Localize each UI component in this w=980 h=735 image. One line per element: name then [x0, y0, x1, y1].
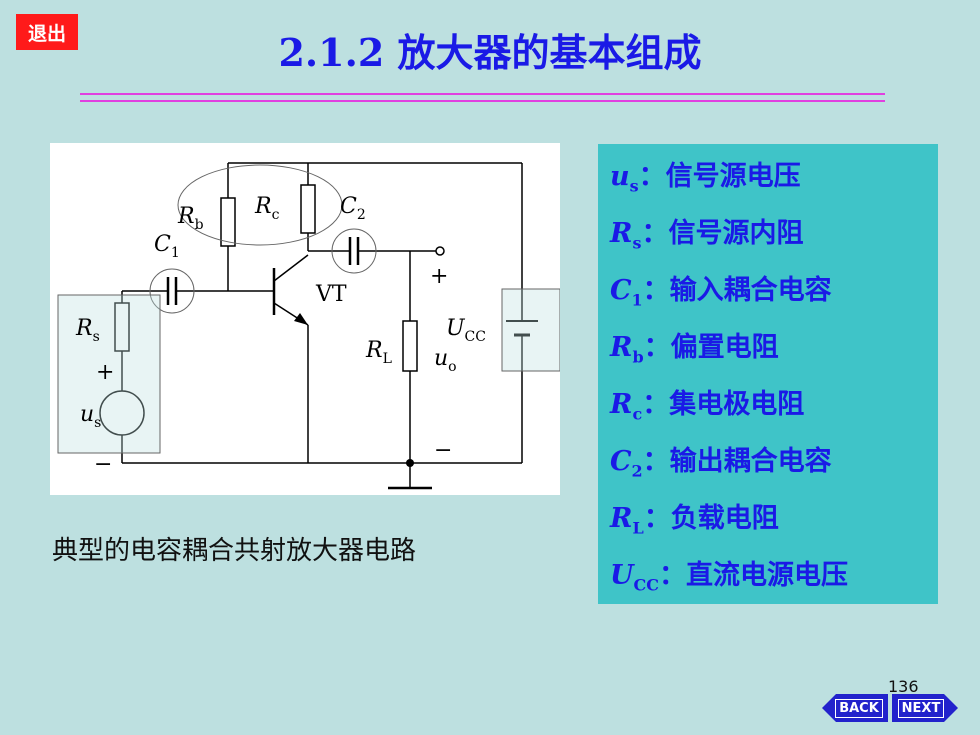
vt-label: VT	[315, 282, 347, 307]
legend-item: UCC：直流电源电压	[610, 560, 849, 595]
legend-item: Rb：偏置电阻	[610, 332, 779, 367]
rb-resistor	[220, 197, 236, 247]
svg-text:C1: C1	[154, 232, 180, 261]
rc-resistor	[300, 184, 316, 234]
legend-panel: us：信号源电压 Rs：信号源内阻 C1：输入耦合电容 Rb：偏置电阻 Rc：集…	[598, 144, 938, 604]
page-number: 136	[888, 677, 919, 696]
svg-text:uo: uo	[434, 346, 457, 375]
legend-item: us：信号源电压	[610, 161, 801, 196]
rl-resistor	[402, 320, 418, 372]
svg-text:Rc: Rc	[254, 194, 280, 223]
circuit-diagram: Rb Rc C1 C2 VT Rs us RL uo UCC + + − −	[50, 143, 561, 495]
back-button[interactable]: BACK	[822, 694, 888, 722]
legend-item: C1：输入耦合电容	[610, 275, 832, 310]
svg-text:us: us	[80, 402, 101, 431]
next-button[interactable]: NEXT	[892, 694, 958, 722]
svg-text:Rs: Rs	[75, 316, 100, 345]
svg-text:+: +	[430, 264, 448, 289]
svg-text:UCC: UCC	[446, 316, 486, 345]
legend-item: C2：输出耦合电容	[610, 446, 832, 481]
svg-text:−: −	[94, 452, 112, 477]
slide-title: 2.1.2 放大器的基本组成	[278, 30, 702, 75]
legend-item: RL：负载电阻	[610, 503, 779, 538]
svg-text:RL: RL	[365, 338, 392, 367]
circuit-svg: Rb Rc C1 C2 VT Rs us RL uo UCC + + − −	[57, 162, 561, 490]
emitter-arrow	[294, 313, 308, 325]
svg-text:+: +	[96, 360, 114, 385]
svg-text:C2: C2	[340, 194, 366, 223]
exit-button[interactable]: 退出	[16, 14, 78, 50]
title-divider	[80, 93, 885, 102]
legend-item: Rc：集电极电阻	[610, 389, 805, 424]
legend-item: Rs：信号源内阻	[610, 218, 804, 253]
svg-text:Rb: Rb	[177, 204, 204, 233]
circuit-caption: 典型的电容耦合共射放大器电路	[52, 536, 417, 566]
svg-text:−: −	[434, 438, 452, 463]
